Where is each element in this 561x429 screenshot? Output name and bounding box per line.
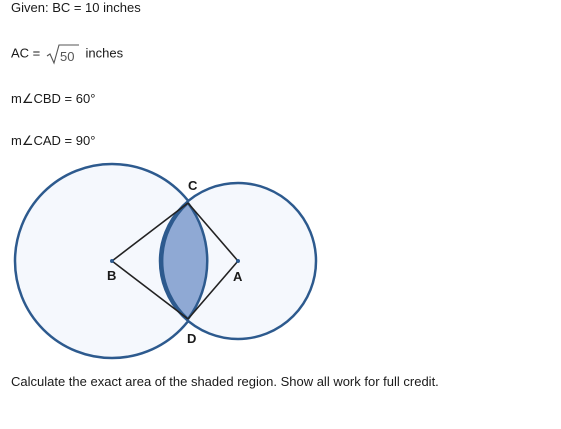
question-text: Calculate the exact area of the shaded r… <box>11 374 439 389</box>
segment-ac <box>187 202 239 262</box>
given-prefix: Given: <box>11 0 53 15</box>
label-d: D <box>187 331 196 346</box>
ac-radicand: 50 <box>60 49 74 64</box>
label-c: C <box>188 178 198 193</box>
segment-bc <box>111 202 189 262</box>
ac-line: AC = 50 inches <box>11 43 123 65</box>
given-line: Given: BC = 10 inches <box>11 0 141 16</box>
angle-cad-line: m∠CAD = 90° <box>11 133 96 148</box>
square-root-icon: 50 <box>46 43 80 65</box>
kite-segments <box>111 202 239 320</box>
label-b: B <box>107 268 116 283</box>
angle-cbd-line: m∠CBD = 60° <box>11 91 96 106</box>
segment-bd <box>111 260 189 320</box>
geometry-figure: C D B A <box>13 162 318 360</box>
ac-unit: inches <box>81 45 124 61</box>
ac-lhs: AC = <box>11 45 44 61</box>
label-a: A <box>233 269 243 284</box>
point-b <box>110 259 114 263</box>
given-bc: BC = 10 inches <box>52 0 141 15</box>
point-a <box>236 259 240 263</box>
segment-ad <box>187 260 239 320</box>
